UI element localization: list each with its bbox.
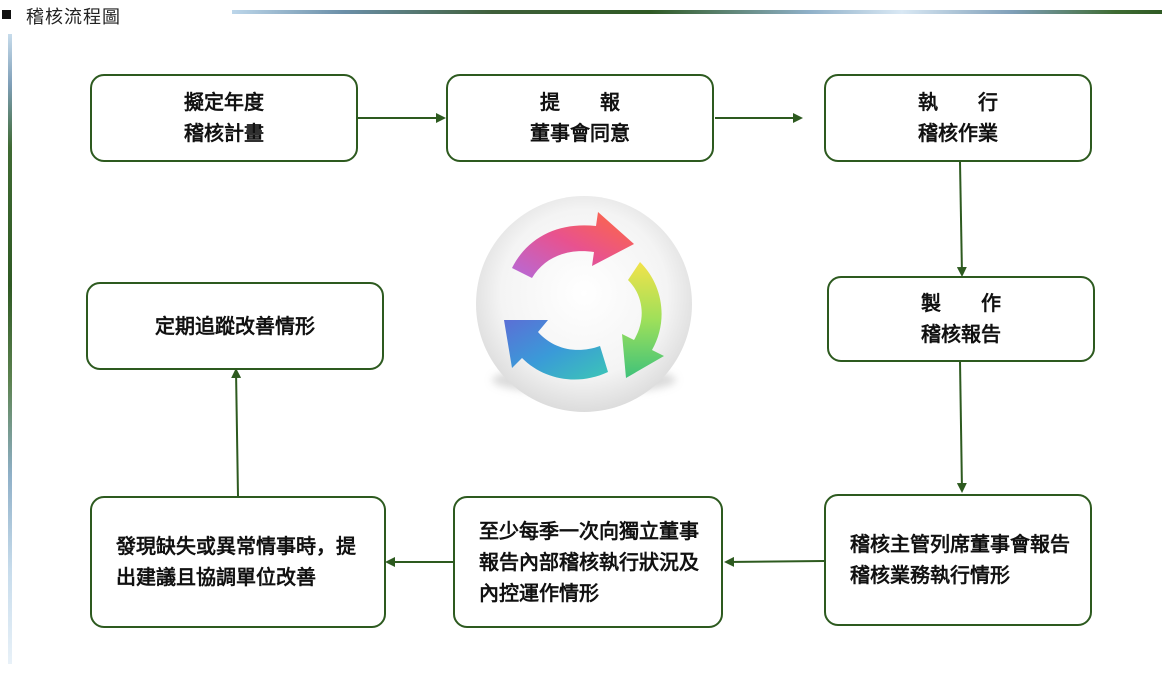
step-findings-box: 發現缺失或異常情事時，提出建議且協調單位改善: [90, 496, 386, 628]
step-follow-up-label: 定期追蹤改善情形: [155, 313, 315, 338]
step-execute-box: 執 行 稽核作業: [824, 74, 1092, 162]
step-execute-label: 執 行 稽核作業: [918, 90, 998, 145]
step-make-report-label: 製 作 稽核報告: [921, 291, 1001, 346]
step-independent-directors-box: 至少每季一次向獨立董事報告內部稽核執行狀況及內控運作情形: [453, 496, 723, 628]
step-attend-board-label: 稽核主管列席董事會報告稽核業務執行情形: [850, 532, 1070, 587]
step-attend-board-box: 稽核主管列席董事會報告稽核業務執行情形: [824, 494, 1092, 626]
arrow-execute-to-make-report: [956, 161, 967, 277]
section-header: 稽核流程圖: [0, 0, 1166, 30]
step-findings-label: 發現缺失或異常情事時，提出建議且協調單位改善: [116, 534, 356, 589]
step-plan-box: 擬定年度 稽核計畫: [90, 74, 358, 162]
left-divider: [8, 34, 12, 664]
cycle-arrows-icon: [476, 196, 692, 412]
arrow-findings-to-follow-up: [231, 368, 242, 497]
step-make-report-box: 製 作 稽核報告: [827, 276, 1095, 362]
arrow-attend-to-independent: [724, 556, 825, 567]
step-report-board-label: 提 報 董事會同意: [530, 90, 630, 145]
step-follow-up-box: 定期追蹤改善情形: [86, 282, 384, 370]
section-title: 稽核流程圖: [26, 7, 121, 28]
arrow-make-report-to-attend: [956, 360, 967, 493]
step-plan-label: 擬定年度 稽核計畫: [184, 90, 264, 145]
step-report-board-box: 提 報 董事會同意: [446, 74, 714, 162]
bullet-square-icon: [2, 10, 11, 19]
step-independent-directors-label: 至少每季一次向獨立董事報告內部稽核執行狀況及內控運作情形: [479, 518, 699, 605]
top-divider: [232, 10, 1162, 14]
